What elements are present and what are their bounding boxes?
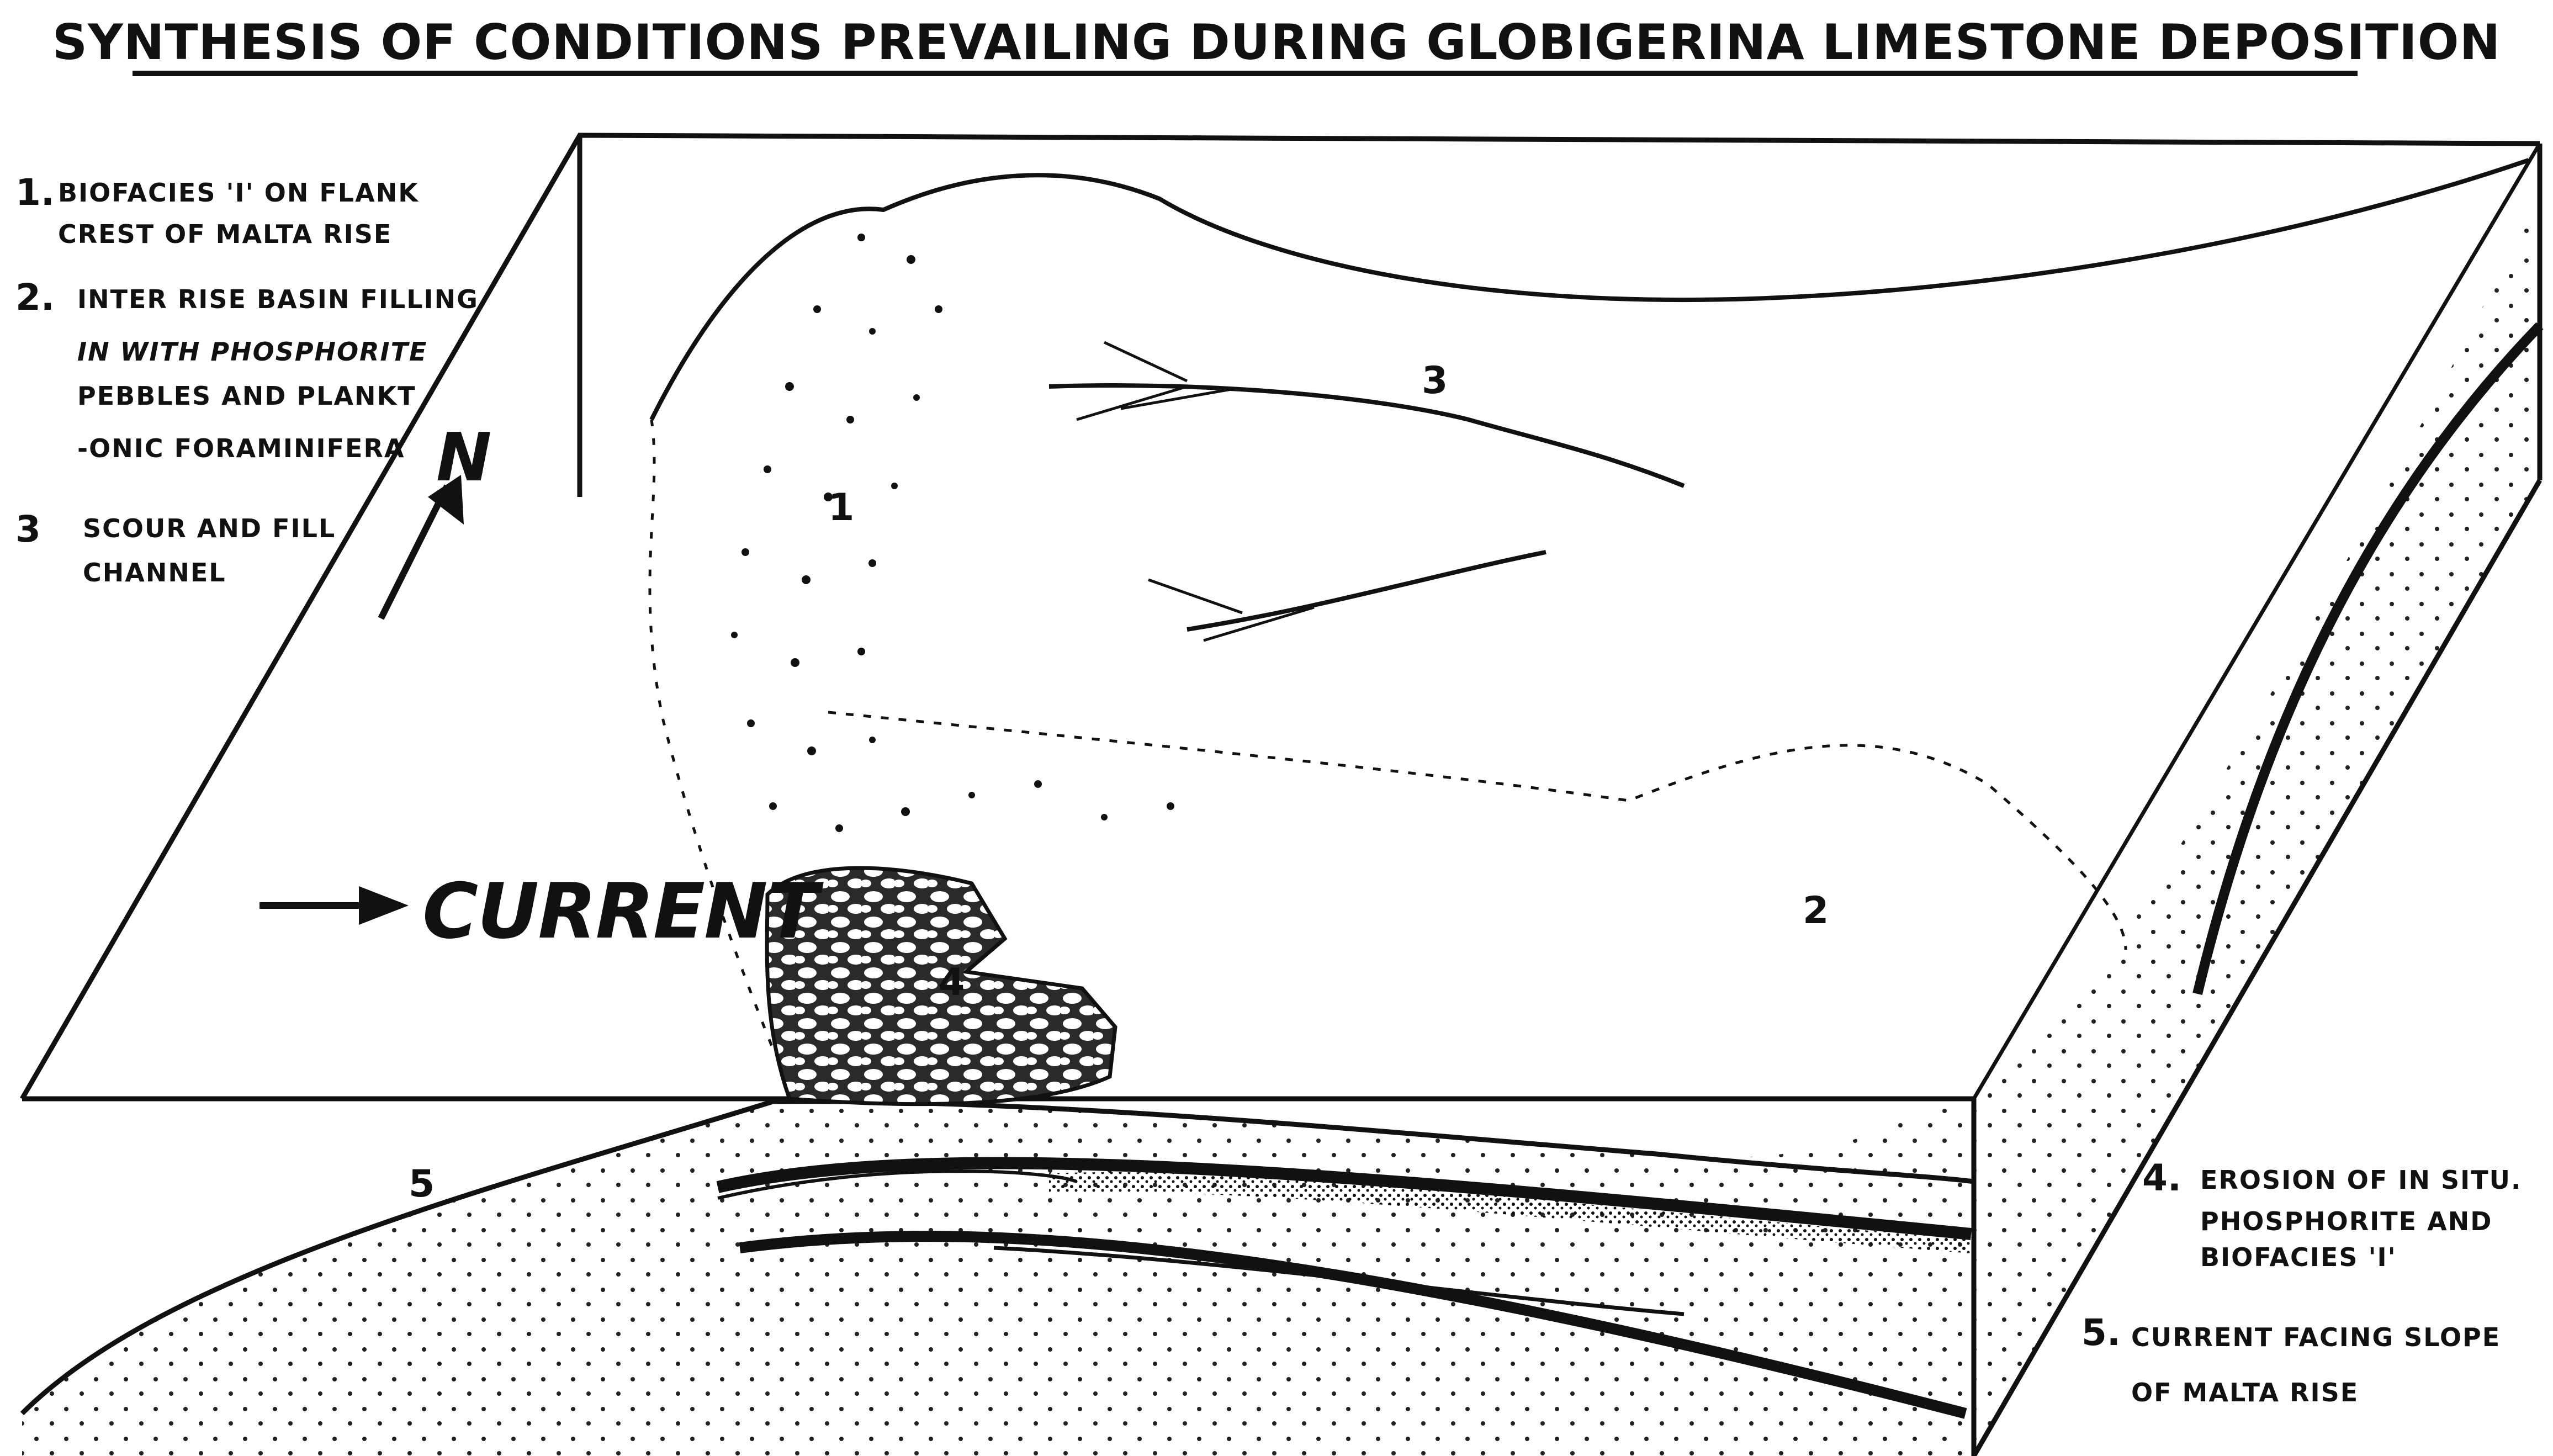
legend-2-line-2: IN WITH PHOSPHORITE bbox=[77, 337, 427, 367]
legend-4-line-1: EROSION OF IN SITU. bbox=[2200, 1165, 2522, 1195]
legend-2-line-1: INTER RISE BASIN FILLING bbox=[77, 284, 479, 314]
legend-2-line-4: -ONIC FORAMINIFERA bbox=[77, 433, 405, 463]
callout-2: 2 bbox=[1803, 889, 1829, 933]
legend-5-line-1: CURRENT FACING SLOPE bbox=[2131, 1322, 2501, 1352]
legend-5-line-2: OF MALTA RISE bbox=[2131, 1378, 2359, 1407]
callout-3: 3 bbox=[1422, 359, 1448, 403]
legend-4-line-3: BIOFACIES 'I' bbox=[2200, 1242, 2397, 1272]
legend-3-line-2: CHANNEL bbox=[83, 558, 226, 587]
legend-2-number: 2. bbox=[15, 276, 55, 319]
legend-5-number: 5. bbox=[2081, 1311, 2121, 1354]
legend-4-number: 4. bbox=[2142, 1157, 2181, 1199]
callout-5: 5 bbox=[409, 1162, 435, 1206]
callout-1: 1 bbox=[828, 486, 854, 530]
north-label: N bbox=[436, 420, 491, 496]
legend-3-number: 3 bbox=[15, 508, 41, 550]
callout-4: 4 bbox=[939, 961, 965, 1004]
legend-2-line-3: PEBBLES AND PLANKT bbox=[77, 381, 416, 411]
legend-1-number: 1. bbox=[15, 171, 55, 214]
current-label: CURRENT bbox=[422, 867, 818, 956]
legend-1-line-1: BIOFACIES 'I' ON FLANK bbox=[58, 178, 419, 208]
legend-1-line-2: CREST OF MALTA RISE bbox=[58, 219, 392, 249]
legend-4-line-2: PHOSPHORITE AND bbox=[2200, 1206, 2492, 1236]
legend-3-line-1: SCOUR AND FILL bbox=[83, 513, 336, 543]
